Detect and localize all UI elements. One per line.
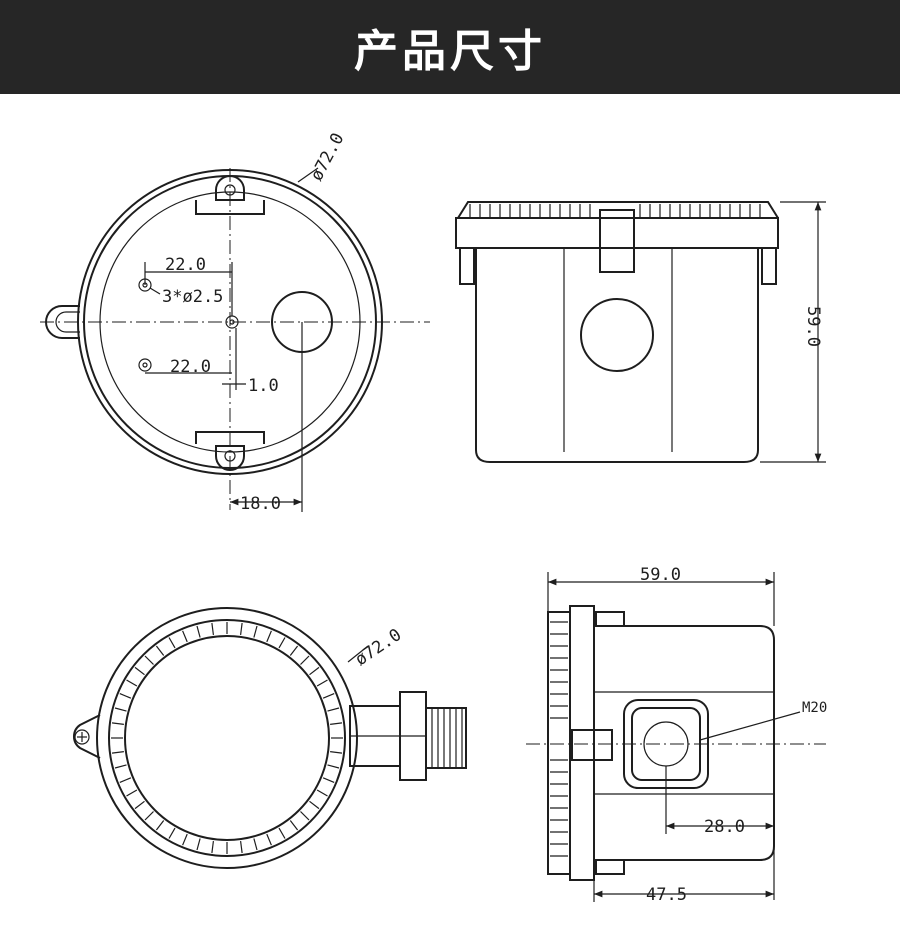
gear-tooth bbox=[155, 645, 165, 656]
dim-28-label: 28.0 bbox=[704, 817, 745, 837]
gear-tooth bbox=[240, 622, 243, 635]
gear-tooth bbox=[155, 820, 165, 831]
gear-tooth bbox=[182, 833, 188, 846]
dim-1-label: 1.0 bbox=[248, 376, 279, 396]
gear-tooth bbox=[253, 838, 258, 851]
thread-label: M20 bbox=[802, 700, 827, 716]
gear-tooth bbox=[111, 751, 124, 754]
gear-tooth bbox=[114, 707, 127, 712]
gear-tooth bbox=[289, 820, 299, 831]
gear-tooth bbox=[119, 777, 132, 783]
gear-tooth bbox=[330, 751, 343, 754]
width-label: 59.0 bbox=[640, 565, 681, 585]
bottom-diameter-label: ø72.0 bbox=[352, 625, 406, 670]
gear-tooth bbox=[278, 637, 286, 649]
gear-tooth bbox=[309, 800, 320, 810]
gear-tooth bbox=[134, 666, 145, 676]
gear-tooth bbox=[126, 679, 138, 687]
gear-tooth bbox=[134, 800, 145, 810]
gear-tooth bbox=[119, 693, 132, 699]
gear-teeth bbox=[111, 622, 343, 854]
holes-label: 3*ø2.5 bbox=[162, 287, 223, 307]
gear-tooth bbox=[111, 722, 124, 725]
side-view: 59.0 bbox=[455, 201, 826, 463]
height-label: 59.0 bbox=[803, 306, 823, 347]
gear-tooth bbox=[168, 637, 176, 649]
dim-18-label: 18.0 bbox=[240, 494, 281, 514]
gear-tooth bbox=[196, 838, 201, 851]
gear-tooth bbox=[316, 679, 328, 687]
gear-tooth bbox=[278, 827, 286, 839]
gear-tooth bbox=[240, 841, 243, 854]
dim-47-label: 47.5 bbox=[646, 885, 687, 905]
gear-tooth bbox=[126, 789, 138, 797]
gear-tooth bbox=[327, 764, 340, 769]
gear-tooth bbox=[266, 833, 272, 846]
gear-tooth bbox=[144, 811, 154, 821]
gear-tooth bbox=[266, 630, 272, 643]
gear-tooth bbox=[211, 841, 214, 854]
gear-tooth bbox=[300, 655, 310, 665]
gear-tooth bbox=[322, 693, 335, 699]
dim-22-upper: 22.0 bbox=[165, 255, 206, 275]
fitting-side-view: 59.0 M20 28.0 47.5 bbox=[526, 565, 827, 905]
thread-lines bbox=[431, 708, 463, 768]
gear-tooth bbox=[144, 655, 154, 665]
cap-ribs bbox=[469, 204, 761, 218]
dim-22-lower: 22.0 bbox=[170, 357, 211, 377]
gear-tooth bbox=[309, 666, 320, 676]
rim-ribs bbox=[550, 621, 568, 857]
top-diameter-label: ø72.0 bbox=[307, 130, 349, 185]
gear-tooth bbox=[330, 722, 343, 725]
gear-tooth bbox=[253, 625, 258, 638]
gear-tooth bbox=[327, 707, 340, 712]
gear-tooth bbox=[322, 777, 335, 783]
page-title: 产品尺寸 bbox=[354, 26, 546, 77]
top-view: ø72.0 22.0 3*ø2.5 22.0 1.0 18.0 bbox=[40, 130, 430, 514]
gear-tooth bbox=[289, 645, 299, 656]
bottom-view: ø72.0 bbox=[73, 607, 467, 869]
gear-tooth bbox=[300, 811, 310, 821]
dimension-drawing: ø72.0 22.0 3*ø2.5 22.0 1.0 18.0 bbox=[40, 130, 827, 905]
gear-tooth bbox=[114, 764, 127, 769]
gear-tooth bbox=[168, 827, 176, 839]
gear-tooth bbox=[196, 625, 201, 638]
header-banner: 产品尺寸 bbox=[0, 0, 900, 94]
gear-tooth bbox=[182, 630, 188, 643]
gear-tooth bbox=[316, 789, 328, 797]
gear-tooth bbox=[211, 622, 214, 635]
